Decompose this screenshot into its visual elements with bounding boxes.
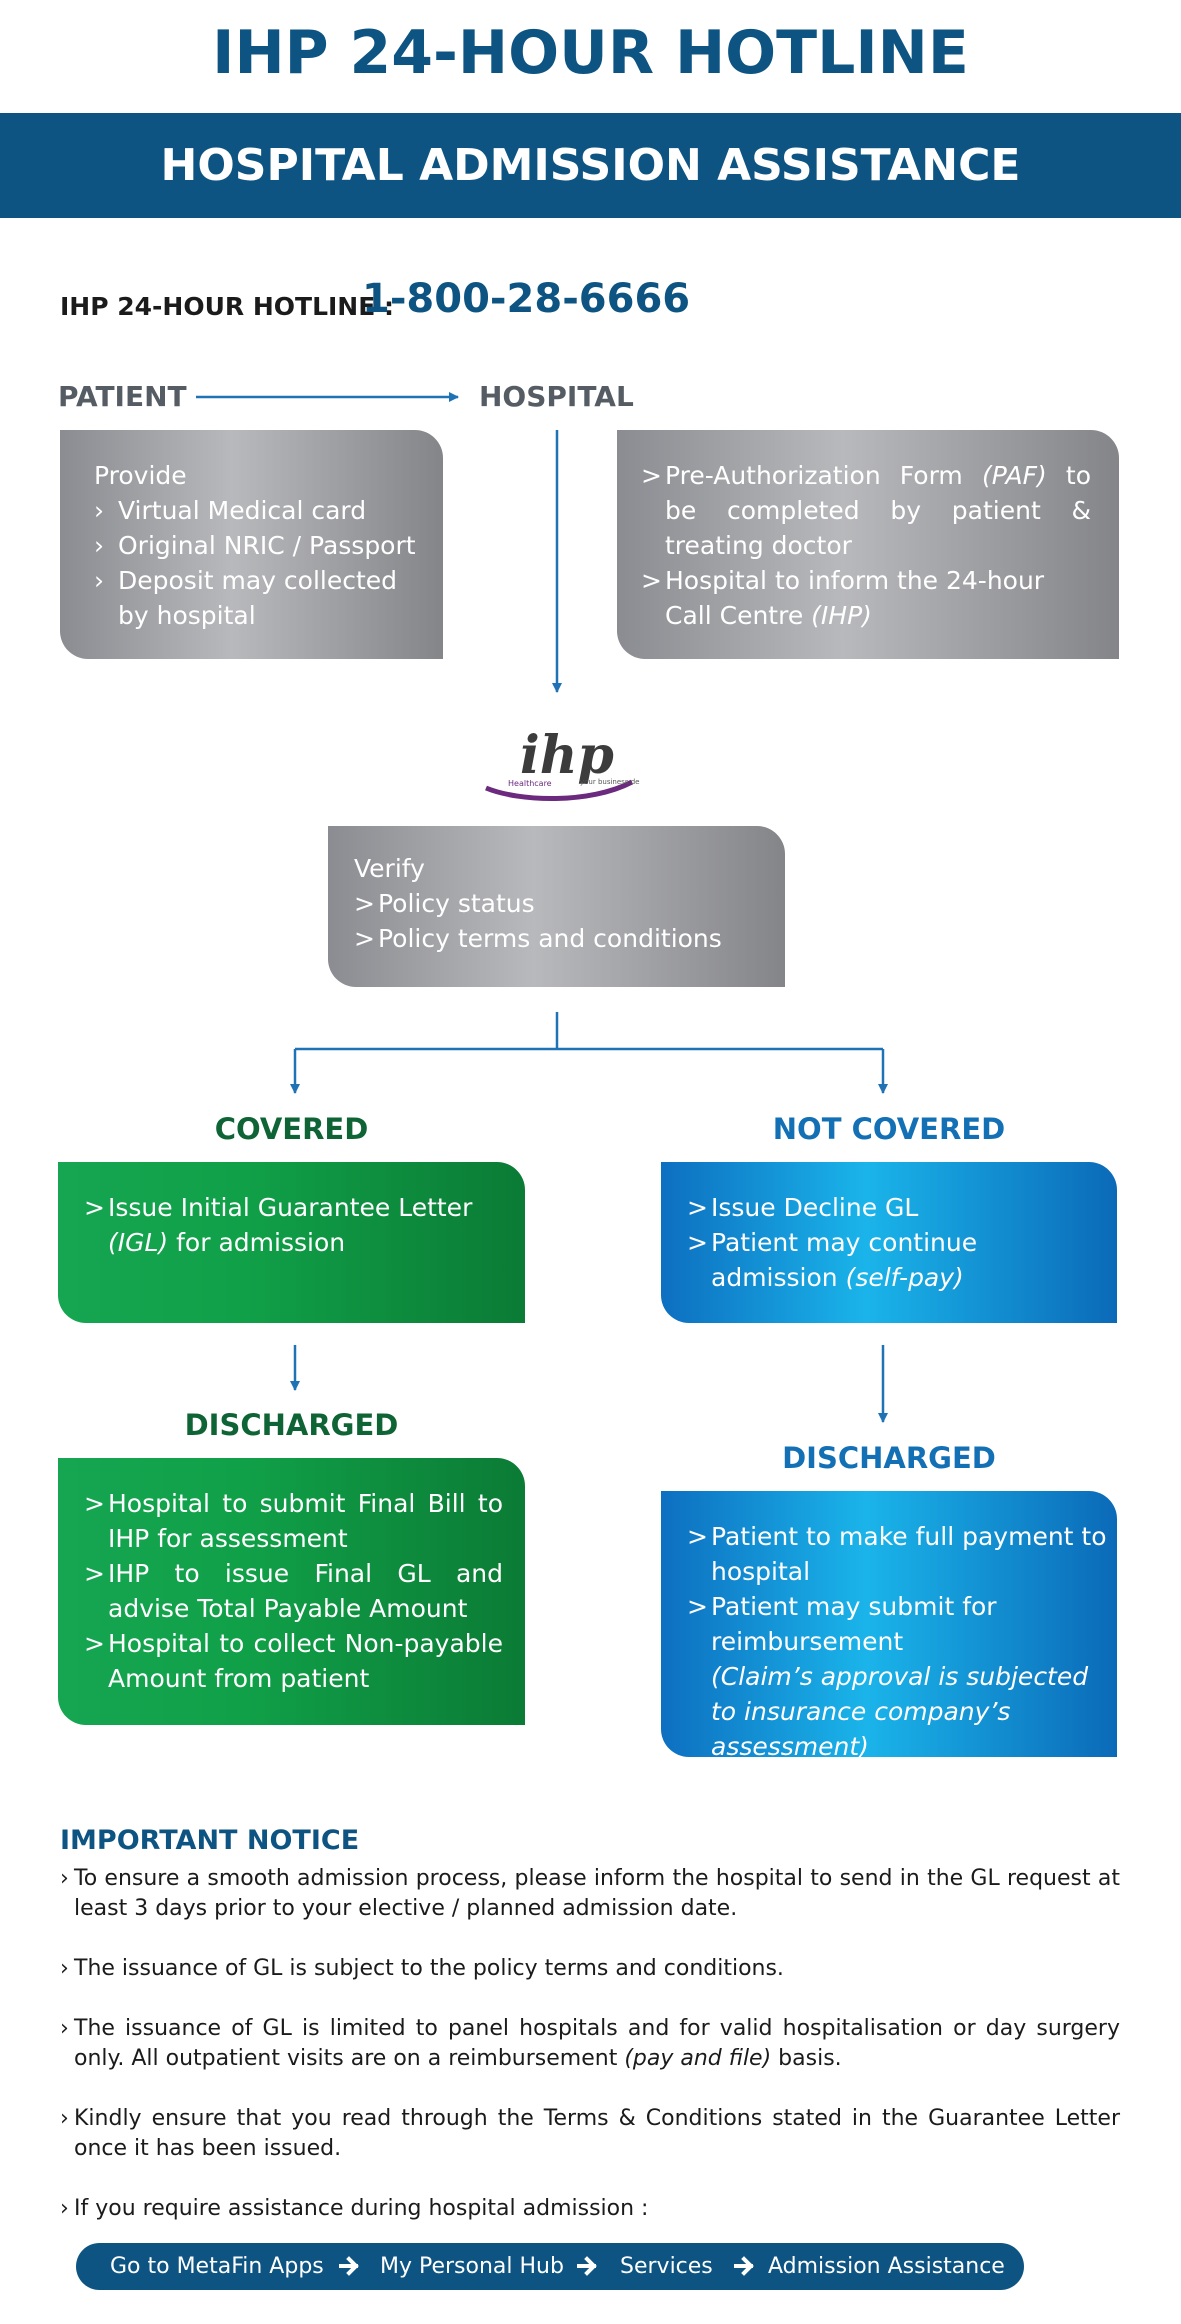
- list-item: >Patient may submit for reimbursement(Cl…: [687, 1592, 1089, 1761]
- list-item: >Hospital to submit Final Bill to IHP fo…: [84, 1489, 503, 1553]
- list-item: >Patient may continue admission (self-pa…: [687, 1228, 978, 1292]
- notice-item: ›The issuance of GL is subject to the po…: [60, 1956, 784, 1981]
- provide-heading: Provide: [94, 461, 187, 490]
- list-item: >Hospital to collect Non-payable Amount …: [84, 1629, 503, 1693]
- banner-title: HOSPITAL ADMISSION ASSISTANCE: [160, 140, 1021, 191]
- arrow-right-icon: [577, 2256, 597, 2276]
- nav-step-metafin-apps[interactable]: Go to MetaFin Apps: [110, 2254, 324, 2279]
- verify-list: >Policy status >Policy terms and conditi…: [354, 886, 765, 956]
- notice-item: ›Kindly ensure that you read through the…: [60, 2106, 1120, 2161]
- covered-list: >Issue Initial Guarantee Letter (IGL) fo…: [84, 1190, 503, 1260]
- discharged-covered-list: >Hospital to submit Final Bill to IHP fo…: [84, 1486, 503, 1696]
- page-title: IHP 24-HOUR HOTLINE: [212, 18, 969, 88]
- list-item: >Patient to make full payment to hospita…: [687, 1522, 1107, 1586]
- not-covered-box: >Issue Decline GL >Patient may continue …: [661, 1162, 1117, 1323]
- navigation-path: Go to MetaFin Apps My Personal Hub Servi…: [76, 2243, 1024, 2290]
- discharged-right-label: DISCHARGED: [782, 1441, 996, 1475]
- covered-label: COVERED: [214, 1112, 369, 1146]
- svg-text:ihp: ihp: [520, 725, 614, 786]
- list-item: ›Virtual Medical card: [94, 496, 367, 525]
- list-item: ›Original NRIC / Passport: [94, 531, 416, 560]
- not-covered-list: >Issue Decline GL >Patient may continue …: [687, 1190, 1107, 1295]
- notice-list: ›To ensure a smooth admission process, p…: [60, 1864, 1120, 2254]
- nav-step-admission-assistance[interactable]: Admission Assistance: [768, 2254, 1005, 2279]
- discharged-not-covered-box: >Patient to make full payment to hospita…: [661, 1491, 1117, 1761]
- discharged-left-label: DISCHARGED: [184, 1408, 399, 1442]
- discharged-not-covered-list: >Patient to make full payment to hospita…: [687, 1519, 1107, 1764]
- list-item: ›Deposit may collected by hospital: [94, 566, 398, 630]
- nav-step-services[interactable]: Services: [620, 2254, 713, 2279]
- hotline-number: 1-800-28-6666: [362, 276, 691, 322]
- list-item: >Issue Initial Guarantee Letter (IGL) fo…: [84, 1193, 473, 1257]
- patient-provide-box: Provide ›Virtual Medical card ›Original …: [60, 430, 443, 659]
- verify-box: Verify >Policy status >Policy terms and …: [328, 826, 785, 987]
- ihp-logo: ihp Healthcare your business deserves: [480, 718, 663, 804]
- arrow-right-icon: [734, 2256, 754, 2276]
- hotline-label: IHP 24-HOUR HOTLINE :: [60, 292, 395, 321]
- list-item: >Policy status: [354, 889, 535, 918]
- list-item: >Pre-Authorization Form (PAF) to be comp…: [641, 461, 1092, 560]
- notice-item: ›The issuance of GL is limited to panel …: [60, 2016, 1120, 2071]
- hospital-list: >Pre-Authorization Form (PAF) to be comp…: [641, 458, 1091, 633]
- list-item: >IHP to issue Final GL and advise Total …: [84, 1559, 503, 1623]
- verify-heading: Verify: [354, 854, 425, 883]
- notice-title: IMPORTANT NOTICE: [60, 1825, 360, 1856]
- covered-box: >Issue Initial Guarantee Letter (IGL) fo…: [58, 1162, 525, 1323]
- banner: HOSPITAL ADMISSION ASSISTANCE: [0, 113, 1181, 218]
- list-item: >Issue Decline GL: [687, 1193, 919, 1222]
- hospital-label: HOSPITAL: [479, 380, 634, 413]
- notice-item: ›If you require assistance during hospit…: [60, 2196, 649, 2221]
- not-covered-label: NOT COVERED: [772, 1112, 1006, 1146]
- discharged-covered-box: >Hospital to submit Final Bill to IHP fo…: [58, 1458, 525, 1725]
- arrow-right-icon: [339, 2256, 359, 2276]
- list-item: >Hospital to inform the 24-hour Call Cen…: [641, 566, 1045, 630]
- hospital-steps-box: >Pre-Authorization Form (PAF) to be comp…: [617, 430, 1119, 659]
- list-item: >Policy terms and conditions: [354, 924, 722, 953]
- notice-item: ›To ensure a smooth admission process, p…: [60, 1866, 1120, 1921]
- svg-text:Healthcare: Healthcare: [508, 779, 552, 788]
- svg-text:your business deserves: your business deserves: [580, 778, 640, 786]
- patient-label: PATIENT: [58, 380, 187, 413]
- provide-list: ›Virtual Medical card ›Original NRIC / P…: [94, 493, 421, 633]
- nav-step-personal-hub[interactable]: My Personal Hub: [380, 2254, 564, 2279]
